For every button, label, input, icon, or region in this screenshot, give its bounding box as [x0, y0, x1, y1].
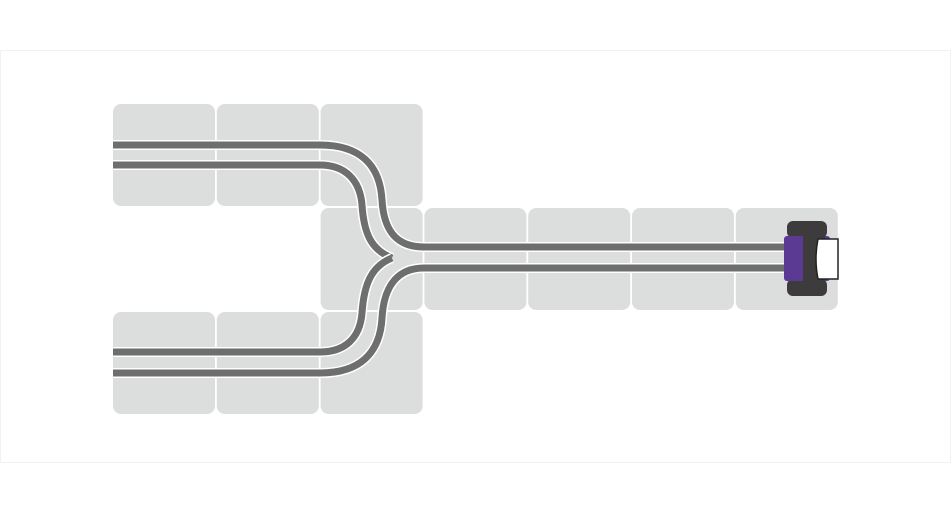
car-windshield: [815, 238, 839, 280]
rail-3: [113, 254, 394, 356]
track-tile-curve[interactable]: [320, 104, 423, 206]
track-tile-straight[interactable]: [216, 312, 319, 414]
rail-2: [113, 264, 790, 377]
car-wheel-top: [787, 221, 827, 238]
rail-1: [113, 161, 394, 262]
track-tile-straight[interactable]: [113, 104, 215, 206]
track-tile-curve[interactable]: [320, 312, 423, 414]
track-tile-straight[interactable]: [632, 208, 734, 310]
car[interactable]: [784, 221, 839, 296]
track-tile-straight[interactable]: [424, 208, 527, 310]
track-rails: [113, 140, 790, 378]
track-tile-junction[interactable]: [320, 208, 423, 310]
track-tile-straight[interactable]: [113, 312, 215, 414]
car-wheel-bottom: [787, 279, 827, 296]
track-tile-straight[interactable]: [216, 104, 319, 206]
rail-0: [113, 141, 790, 251]
track-tile-straight[interactable]: [528, 208, 631, 310]
